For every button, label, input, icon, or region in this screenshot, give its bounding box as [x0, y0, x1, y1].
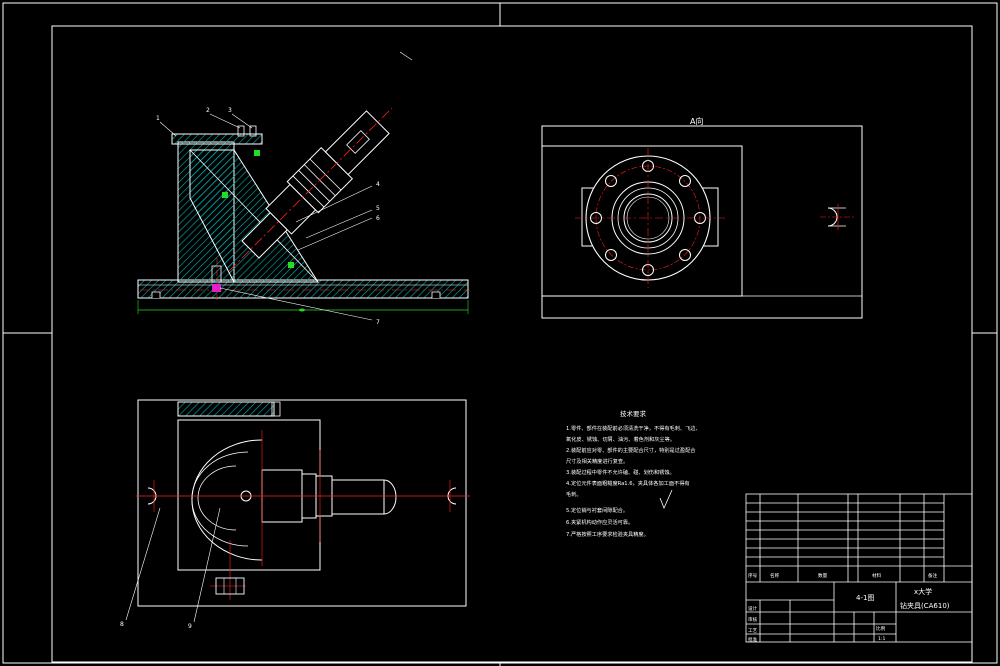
- header-no: 序号: [748, 572, 758, 579]
- callout-5: 5: [376, 205, 380, 212]
- technical-notes: 技术要求 1.零件、部件在装配前必须清洗干净，不得有毛刺、飞边、 氧化皮、锈蚀、…: [566, 409, 701, 538]
- sign-design: 设计: [748, 605, 758, 612]
- notes-line: 尺寸及相关精度进行复查。: [566, 457, 628, 465]
- notes-line: 4.定位元件表面粗糙度Ra1.6，夹具体各加工面不得有: [566, 479, 690, 487]
- notes-line: 1.零件、部件在装配前必须清洗干净，不得有毛刺、飞边、: [566, 424, 701, 432]
- callout-8: 8: [120, 621, 124, 628]
- header-qty: 数量: [818, 572, 828, 579]
- callout-3: 3: [228, 107, 232, 114]
- callout-2: 2: [206, 107, 210, 114]
- callout-6: 6: [376, 215, 380, 222]
- front-view: 1 2 3 4 5 6 7: [137, 51, 470, 326]
- header-name: 名称: [770, 572, 780, 579]
- notes-line: 2.装配前应对零、部件的主要配合尺寸，特别是过盈配合: [566, 446, 696, 454]
- notes-line: 7.严格按照工序要求检验夹具精度。: [566, 530, 649, 538]
- sign-review: 审核: [748, 616, 758, 623]
- callout-4: 4: [376, 181, 380, 188]
- notes-line: 毛刺。: [566, 490, 582, 498]
- sign-process: 工艺: [748, 628, 758, 634]
- school-name: x大学: [914, 587, 932, 596]
- base-plate: [137, 279, 469, 299]
- roughness-symbol: [659, 489, 673, 510]
- scale-label: 比例: [876, 625, 886, 632]
- scale-value: 1:1: [878, 636, 885, 642]
- title-block-text: 序号 名称 数量 材料 备注 4-1图 x大学 钻夹具(CA610) 比例 1:…: [748, 572, 950, 643]
- sign-approve: 批准: [748, 636, 758, 643]
- notes-line: 6.夹紧机构动作应灵活可靠。: [566, 518, 633, 526]
- part-name: 钻夹具(CA610): [900, 601, 950, 610]
- bushing-assembly: [229, 107, 393, 271]
- drawing-number: 4-1图: [856, 594, 874, 602]
- callout-1: 1: [156, 115, 160, 122]
- callout-7: 7: [376, 319, 380, 326]
- notes-line: 3.装配过程中零件不允许磕、碰、划伤和锈蚀。: [566, 468, 675, 476]
- a-view: A向: [541, 116, 863, 319]
- notes-line: 5.定位销与衬套间隙配合。: [566, 506, 628, 514]
- title-block: [745, 493, 973, 643]
- header-remark: 备注: [928, 572, 938, 579]
- top-plate: [171, 133, 263, 145]
- notes-line: 氧化皮、锈蚀、切屑、油污、着色剂和灰尘等。: [566, 435, 675, 443]
- notes-title: 技术要求: [620, 409, 647, 418]
- top-view: 8 9: [120, 399, 470, 630]
- view-label-a: A向: [690, 116, 703, 126]
- header-material: 材料: [872, 572, 882, 579]
- callout-9: 9: [188, 623, 192, 630]
